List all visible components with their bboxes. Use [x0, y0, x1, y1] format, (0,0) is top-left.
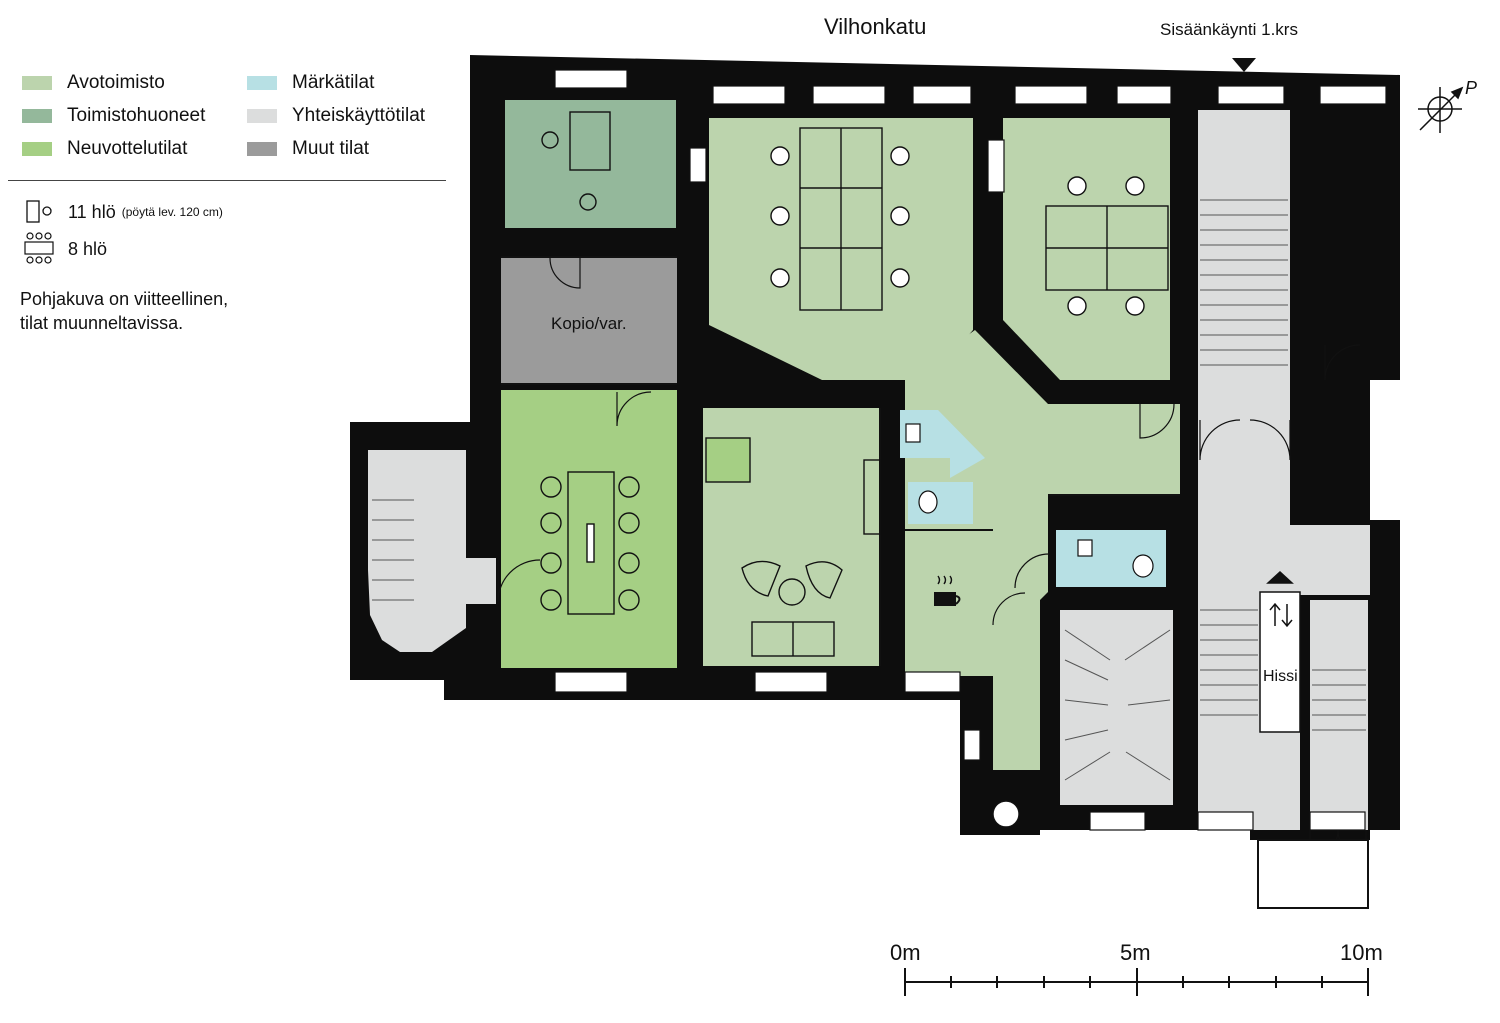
meeting-table-icon	[24, 232, 54, 264]
capacity-table-value: 8 hlö	[68, 238, 108, 259]
workstations	[799, 127, 1169, 311]
copy-room	[501, 257, 677, 384]
workstation-chairs	[770, 146, 1145, 316]
legend-label: Märkätilat	[292, 72, 375, 93]
meeting-table	[567, 471, 615, 615]
stair-treads	[372, 199, 1366, 781]
legend-item-open-office: Avotoimisto	[22, 72, 165, 94]
legend-swatch	[22, 76, 52, 90]
column	[992, 800, 1020, 828]
legend-label: Neuvottelutilat	[67, 138, 188, 159]
legend-label: Avotoimisto	[67, 72, 165, 93]
capacity-desk-value: 11 hlö	[68, 201, 116, 222]
legend-swatch	[22, 142, 52, 156]
legend-item-shared: Yhteiskäyttötilat	[247, 105, 425, 127]
coffee-icon	[934, 575, 961, 606]
legend-divider	[8, 180, 446, 181]
plan-note: Pohjakuva on viitteellinen, tilat muunne…	[20, 287, 228, 335]
office-furniture	[541, 111, 611, 211]
capacity-desk-note: (pöytä lev. 120 cm)	[121, 205, 223, 219]
elevator	[1259, 570, 1301, 733]
room-label-elevator: Hissi	[1263, 668, 1298, 685]
entrance-label: Sisäänkäynti 1.krs	[1160, 20, 1298, 39]
legend-label: Muut tilat	[292, 138, 370, 159]
office-rooms	[505, 100, 676, 228]
legend-item-wet-rooms: Märkätilat	[247, 72, 374, 94]
legend-swatch	[247, 109, 277, 123]
legend-item-offices: Toimistohuoneet	[22, 105, 205, 127]
plan-note-line: tilat muunneltavissa.	[20, 313, 184, 333]
scale-label-5: 5m	[1120, 940, 1151, 965]
legend-item-meeting: Neuvottelutilat	[22, 138, 187, 160]
wet-room-fixtures	[905, 423, 1154, 578]
room-label-copy: Kopio/var.	[551, 314, 627, 333]
balcony	[1257, 839, 1369, 909]
capacity-row-desk: 11 hlö (pöytä lev. 120 cm)	[26, 200, 223, 224]
scale-bar	[904, 968, 1369, 996]
plan-note-line: Pohjakuva on viitteellinen,	[20, 289, 229, 309]
desk-chair-icon	[26, 200, 52, 223]
partitions	[501, 256, 1180, 666]
meeting-chairs	[540, 476, 640, 611]
north-label: P	[1465, 78, 1478, 98]
lounge-furniture	[705, 437, 881, 657]
scale-label-0: 0m	[890, 940, 921, 965]
legend-item-other: Muut tilat	[247, 138, 369, 160]
legend-swatch	[22, 109, 52, 123]
entrance-arrow-icon	[1232, 58, 1256, 72]
windows	[554, 69, 1387, 831]
legend-swatch	[247, 142, 277, 156]
capacity-row-table: 8 hlö	[22, 232, 107, 266]
scale-label-10: 10m	[1340, 940, 1383, 965]
legend-swatch	[247, 76, 277, 90]
street-name: Vilhonkatu	[824, 14, 927, 39]
north-arrow-icon	[1418, 86, 1464, 133]
legend-label: Yhteiskäyttötilat	[292, 105, 426, 126]
legend-label: Toimistohuoneet	[67, 105, 206, 126]
